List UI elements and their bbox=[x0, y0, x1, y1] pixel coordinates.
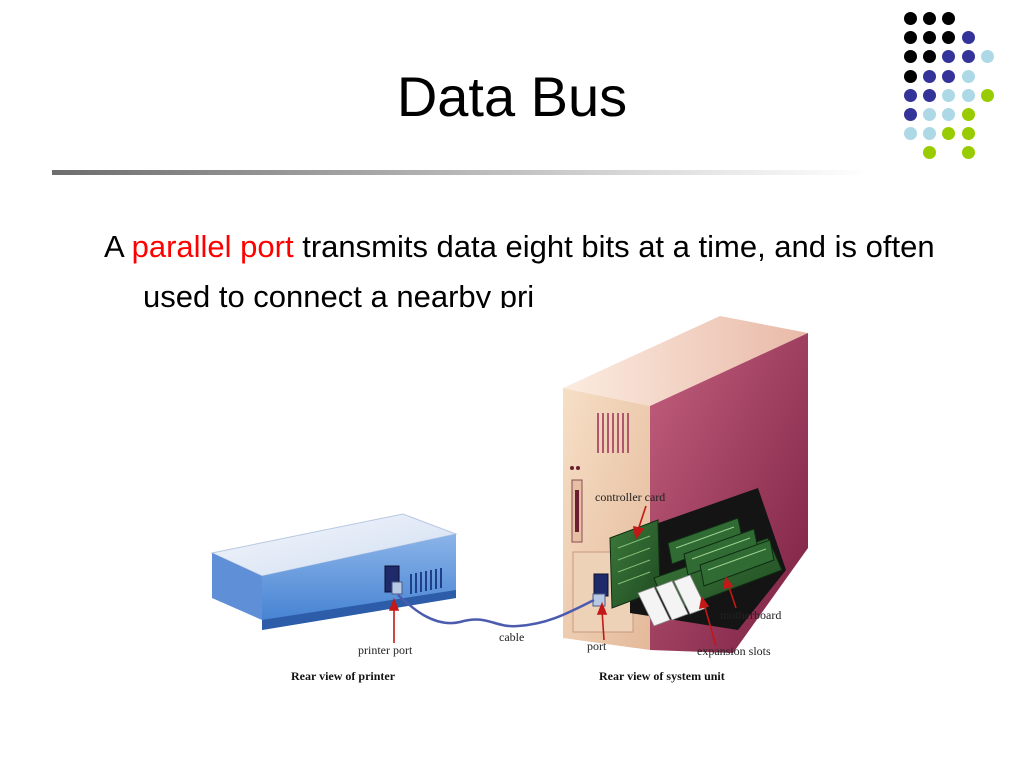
label-cable: cable bbox=[499, 630, 524, 644]
decorative-dot bbox=[923, 69, 937, 83]
decorative-dot bbox=[961, 50, 975, 64]
decorative-dot bbox=[942, 12, 956, 25]
decorative-dot bbox=[923, 88, 937, 102]
body-highlight: parallel port bbox=[131, 229, 294, 264]
label-motherboard: motherboard bbox=[720, 608, 781, 622]
decorative-dot bbox=[923, 108, 937, 121]
decorative-dot bbox=[961, 146, 975, 160]
decorative-dot bbox=[904, 127, 917, 141]
decorative-dot bbox=[904, 69, 917, 83]
illustration-svg: controller card motherboard expansion sl… bbox=[198, 308, 810, 690]
decorative-dot bbox=[904, 88, 917, 102]
slide-title: Data Bus bbox=[396, 65, 628, 128]
decorative-dot bbox=[961, 31, 975, 45]
decorative-dot bbox=[942, 127, 956, 141]
decorative-dot bbox=[942, 69, 956, 83]
decorative-dot bbox=[942, 108, 956, 121]
title-divider bbox=[52, 170, 872, 175]
label-expansion-slots: expansion slots bbox=[697, 644, 771, 658]
label-port: port bbox=[587, 639, 607, 653]
decorative-dot bbox=[904, 50, 917, 64]
label-controller-card: controller card bbox=[595, 490, 665, 504]
body-paragraph: A parallel port transmits data eight bit… bbox=[104, 222, 963, 322]
decorative-dot bbox=[961, 108, 975, 121]
body-rest: transmits data eight bits at a time, and… bbox=[143, 229, 935, 314]
decorative-dot bbox=[904, 31, 917, 45]
decorative-dot bbox=[904, 12, 917, 25]
decorative-dot bbox=[961, 127, 975, 141]
decorative-dot bbox=[961, 69, 975, 83]
decorative-dot bbox=[961, 88, 975, 102]
decorative-dot bbox=[904, 108, 917, 121]
decorative-dot bbox=[942, 88, 956, 102]
decorative-dot bbox=[942, 31, 956, 45]
parallel-port-illustration: controller card motherboard expansion sl… bbox=[198, 308, 810, 690]
decorative-dot bbox=[980, 50, 994, 64]
decorative-dot bbox=[923, 12, 937, 25]
printer bbox=[210, 513, 458, 630]
cable bbox=[397, 594, 595, 628]
decorative-dot bbox=[923, 31, 937, 45]
body-prefix: A bbox=[104, 229, 123, 264]
decorative-dot bbox=[942, 50, 956, 64]
decorative-dot bbox=[923, 146, 937, 160]
decorative-dot bbox=[980, 88, 994, 102]
caption-rear-printer: Rear view of printer bbox=[291, 669, 396, 683]
decorative-dot bbox=[923, 127, 937, 141]
caption-rear-system: Rear view of system unit bbox=[599, 669, 725, 683]
label-printer-port: printer port bbox=[358, 643, 413, 657]
decorative-dot bbox=[923, 50, 937, 64]
dot-grid-decoration bbox=[904, 12, 1014, 162]
